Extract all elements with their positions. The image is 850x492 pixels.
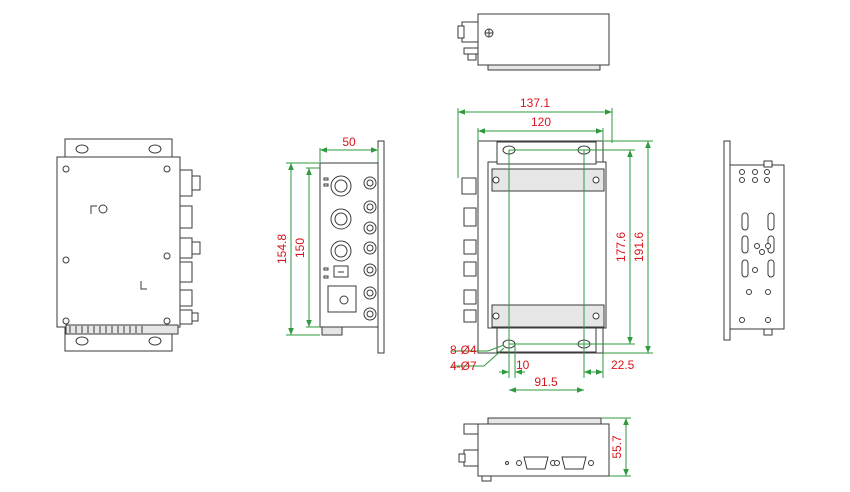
dim-side-height-inner: 150 <box>293 238 307 258</box>
bottom-view <box>458 417 610 482</box>
dim-bottom-height: 55.7 <box>610 435 624 459</box>
dimension-labels: 50 154.8 150 137.1 120 177.6 191.6 8-Ø4 … <box>275 96 646 459</box>
front-view <box>461 140 607 354</box>
dim-hole-large: 4-Ø7 <box>450 359 477 373</box>
dim-hole-spacing: 91.5 <box>534 375 558 389</box>
dim-front-height-inner: 177.6 <box>614 232 628 262</box>
right-side-view <box>723 140 785 341</box>
dim-front-height-outer: 191.6 <box>632 232 646 262</box>
dim-side-width: 50 <box>342 135 356 149</box>
dim-offset-right: 22.5 <box>611 358 635 372</box>
dim-front-width-mount: 120 <box>531 115 551 129</box>
dimension-lines <box>286 108 653 477</box>
dim-hole-small: 8-Ø4 <box>450 343 477 357</box>
rear-view <box>56 138 201 352</box>
dim-offset-left: 10 <box>516 358 530 372</box>
side-view <box>319 140 385 354</box>
dim-side-height-outer: 154.8 <box>275 234 289 264</box>
top-view <box>457 13 610 71</box>
dim-front-width-overall: 137.1 <box>520 96 550 110</box>
